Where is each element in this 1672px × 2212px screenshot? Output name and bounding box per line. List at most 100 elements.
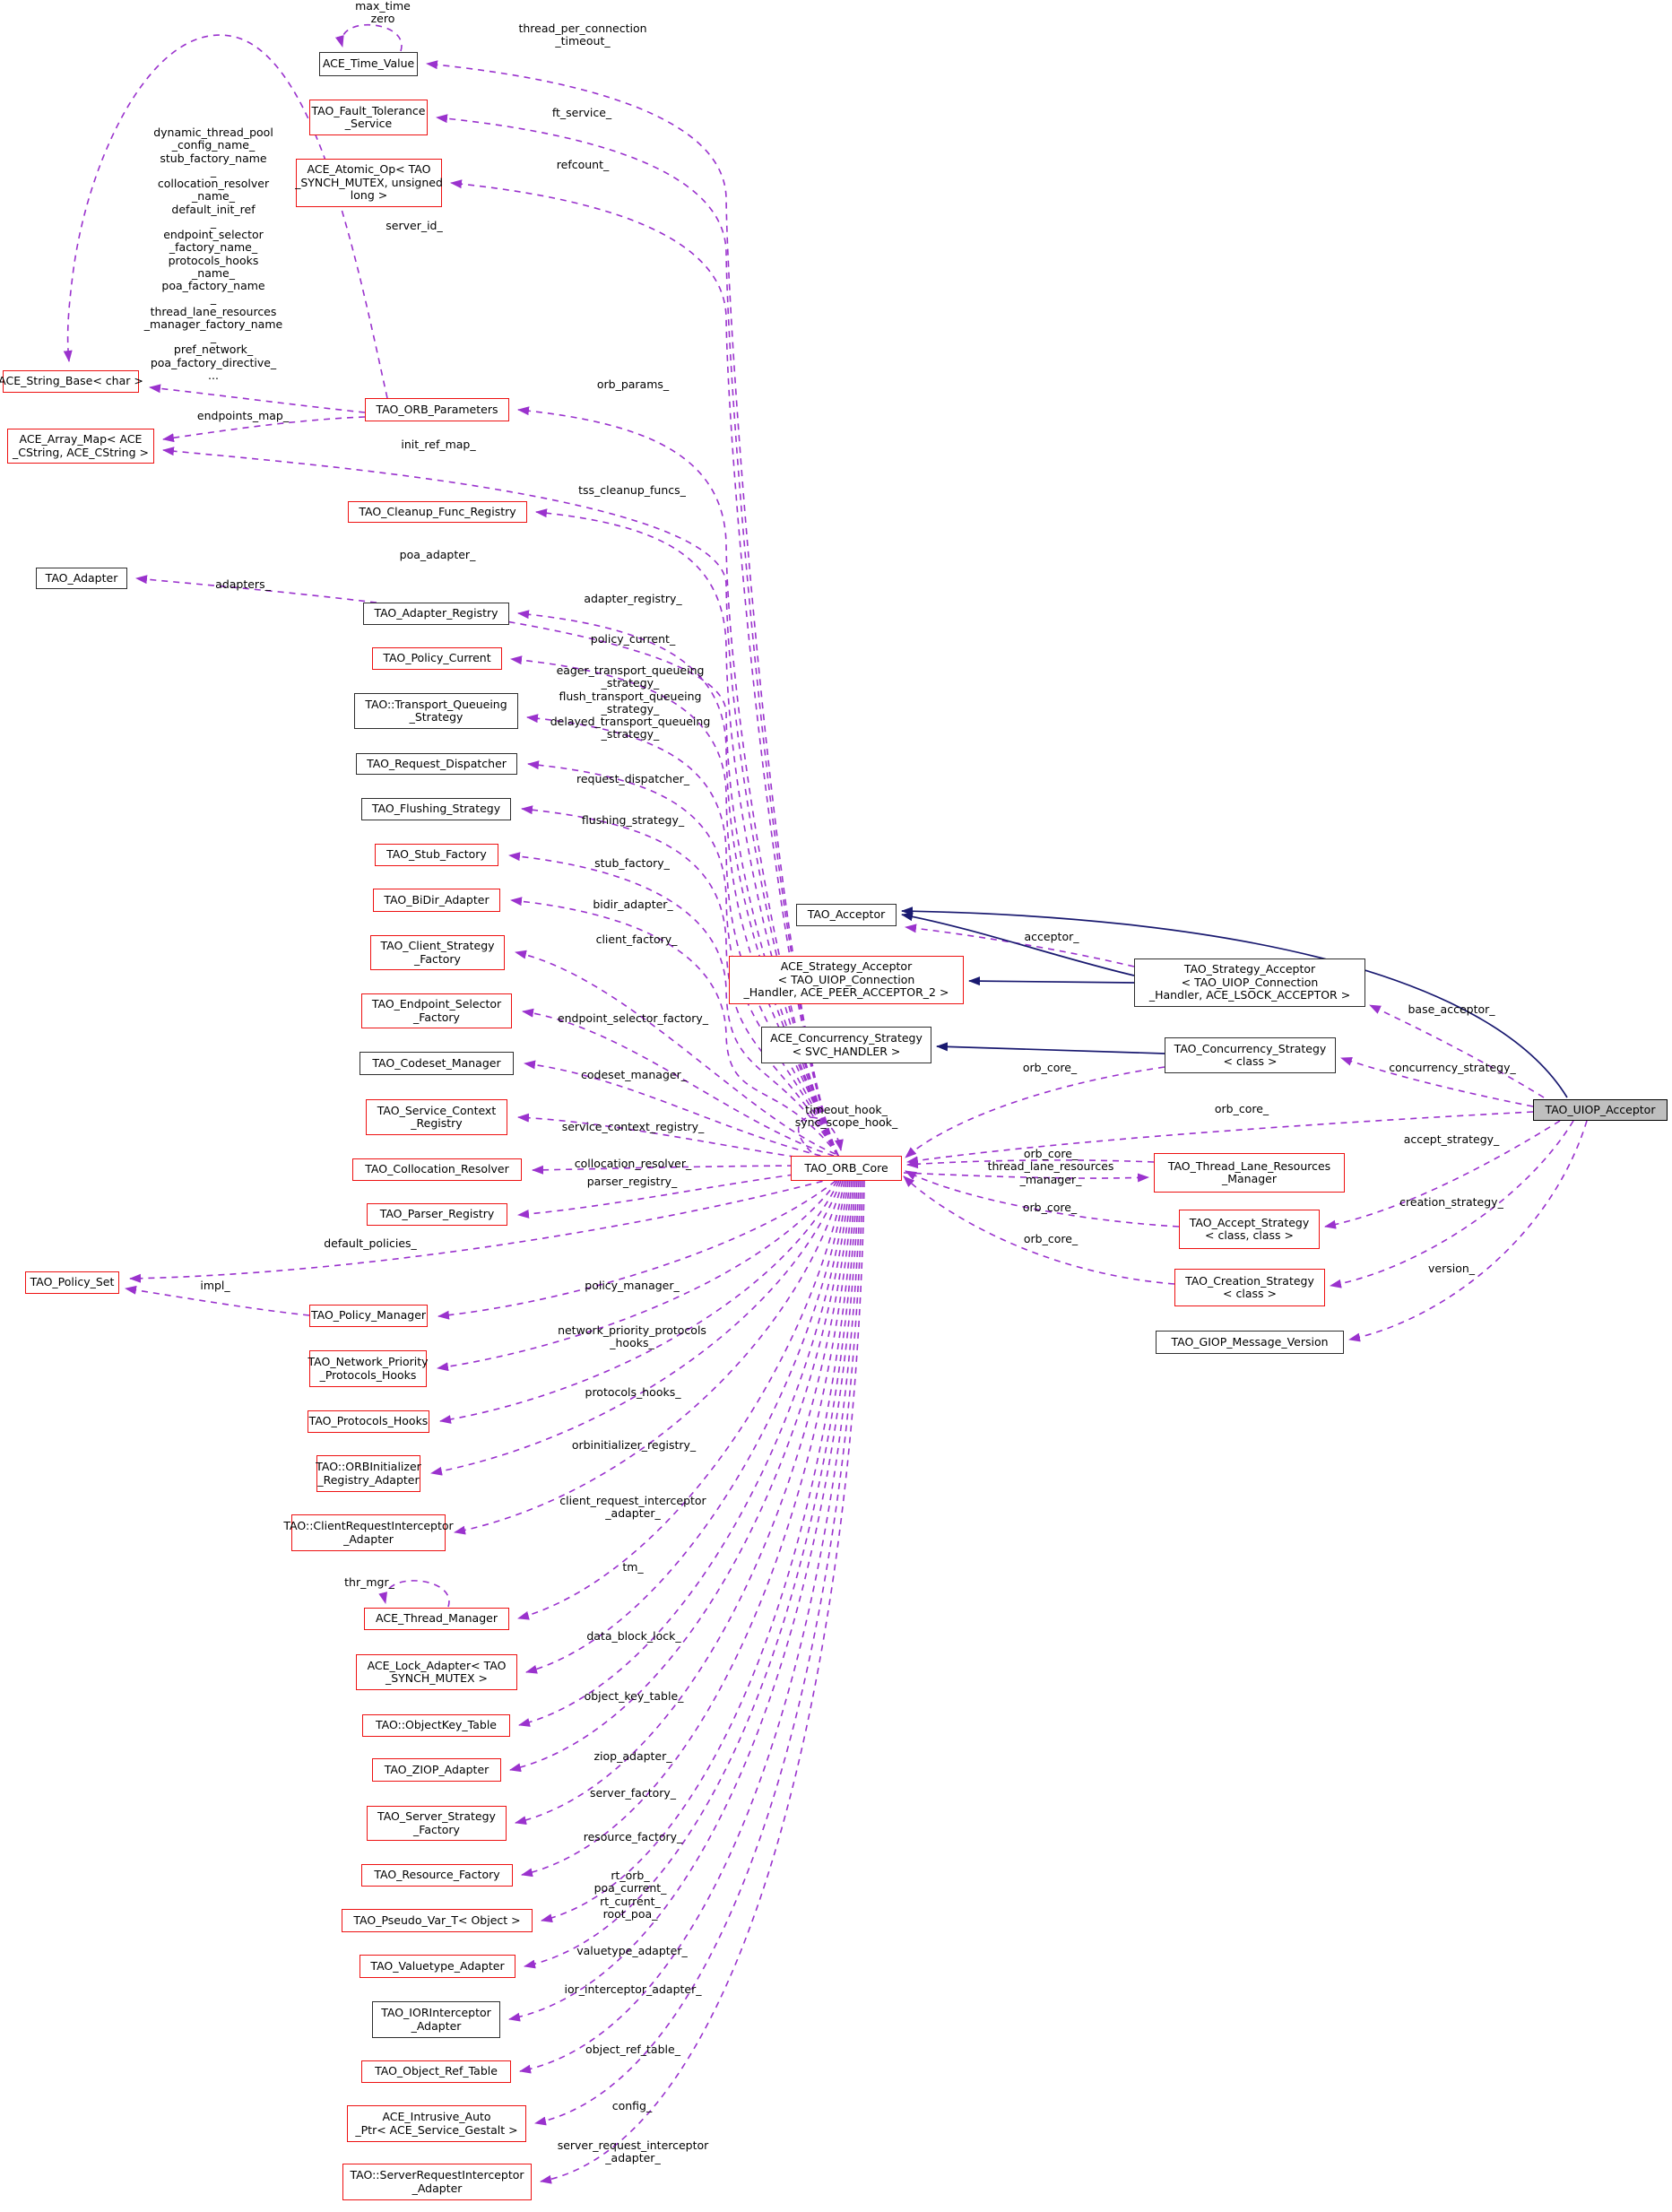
class-node-tao-stub-factory[interactable]: TAO_Stub_Factory [375,844,498,866]
class-node-tao-resource-factory[interactable]: TAO_Resource_Factory [361,1864,513,1887]
class-node-label: _Factory [413,1822,460,1836]
class-node-label: TAO_Request_Dispatcher [367,756,507,770]
class-node-tao-client-strategy-factory[interactable]: TAO_Client_Strategy_Factory [370,935,505,970]
class-node-tao-parser-registry[interactable]: TAO_Parser_Registry [367,1203,507,1226]
class-node-tao-adapter-registry[interactable]: TAO_Adapter_Registry [363,603,509,625]
usage-edge-24 [439,1180,840,1424]
class-node-tao-clientrequestinterceptor-adapter[interactable]: TAO::ClientRequestInterceptor_Adapter [283,1514,454,1551]
class-node-ace-atomic-op[interactable]: ACE_Atomic_Op< TAO_SYNCH_MUTEX, unsigned… [295,159,443,207]
class-node-tao-policy-current[interactable]: TAO_Policy_Current [372,647,502,670]
class-node-tao-policy-set[interactable]: TAO_Policy_Set [25,1271,119,1294]
class-node-ace-string-base[interactable]: ACE_String_Base< char > [0,370,143,393]
usage-edge-50 [905,1170,1180,1227]
class-node-ace-strategy-acceptor[interactable]: ACE_Strategy_Acceptor< TAO_UIOP_Connecti… [729,956,964,1004]
class-node-tao-giop-message-version[interactable]: TAO_GIOP_Message_Version [1156,1331,1344,1354]
class-node-tao-accept-strategy[interactable]: TAO_Accept_Strategy< class, class > [1179,1210,1320,1249]
usage-edge-53 [1330,1120,1574,1288]
class-node-label: TAO_Service_Context [377,1103,497,1117]
usage-edge-59 [149,384,366,413]
class-node-tao-objectkey-table[interactable]: TAO::ObjectKey_Table [362,1714,510,1737]
class-node-tao-concurrency-strategy[interactable]: TAO_Concurrency_Strategy< class > [1165,1037,1336,1073]
usage-edge-47 [905,1066,1165,1158]
class-node-tao-cleanup-func-registry[interactable]: TAO_Cleanup_Func_Registry [348,501,527,523]
class-node-tao-flushing-strategy[interactable]: TAO_Flushing_Strategy [361,798,511,820]
class-node-tao-adapter[interactable]: TAO_Adapter [36,568,127,589]
class-node-label: TAO::ORBInitializer [316,1460,421,1473]
class-node-ace-concurrency-strategy[interactable]: ACE_Concurrency_Strategy< SVC_HANDLER > [761,1027,931,1063]
usage-edge-20 [129,1177,835,1283]
class-node-tao-codeset-manager[interactable]: TAO_Codeset_Manager [360,1052,514,1075]
class-node-label: TAO_Policy_Set [30,1275,115,1289]
class-node-label: _Manager [1221,1172,1278,1185]
class-node-label: ACE_Lock_Adapter< TAO [367,1658,507,1672]
usage-edge-52 [1324,1120,1561,1229]
class-node-tao-network-priority-protocols-hooks[interactable]: TAO_Network_Priority_Protocols_Hooks [308,1350,429,1387]
class-node-tao-acceptor[interactable]: TAO_Acceptor [796,904,897,926]
class-node-label: TAO_Concurrency_Strategy [1174,1041,1327,1055]
class-node-label: TAO_Network_Priority [308,1355,429,1368]
usage-edge-19 [517,1169,829,1219]
class-node-tao-uiop-acceptor[interactable]: TAO_UIOP_Acceptor [1533,1099,1668,1121]
usage-edge-14 [515,950,836,1155]
class-node-label: TAO_Cleanup_Func_Registry [359,504,516,518]
class-node-label: TAO_Policy_Current [383,651,491,665]
usage-edge-55 [334,23,403,52]
class-node-tao-orb-core[interactable]: TAO_ORB_Core [791,1156,902,1181]
usage-edge-57 [797,1116,844,1153]
class-node-tao-server-strategy-factory[interactable]: TAO_Server_Strategy_Factory [367,1806,507,1841]
class-node-label: TAO_Codeset_Manager [372,1055,501,1070]
class-node-label: TAO_Collocation_Resolver [365,1162,509,1176]
class-node-label: TAO_Client_Strategy [380,939,495,952]
class-node-tao-protocols-hooks[interactable]: TAO_Protocols_Hooks [308,1410,429,1433]
class-node-label: _Adapter [411,2018,462,2033]
class-node-tao-serverrequestinterceptor-adapter[interactable]: TAO::ServerRequestInterceptor_Adapter [342,2164,532,2200]
class-node-label: _SYNCH_MUTEX, unsigned [295,175,443,189]
class-node-tao-pseudo-var-t[interactable]: TAO_Pseudo_Var_T< Object > [342,1909,533,1932]
class-node-tao-service-context-registry[interactable]: TAO_Service_Context_Registry [366,1099,507,1135]
inheritance-edge-43 [901,906,1568,1098]
class-node-label: ACE_Strategy_Acceptor [780,959,913,974]
class-node-tao-bidir-adapter[interactable]: TAO_BiDir_Adapter [373,889,500,912]
class-node-label: TAO_ZIOP_Adapter [384,1762,489,1776]
class-node-tao-collocation-resolver[interactable]: TAO_Collocation_Resolver [352,1158,522,1181]
class-node-tao-iorinterceptor-adapter[interactable]: TAO_IORInterceptor_Adapter [372,2001,500,2038]
class-node-tao-orbinitializer-registry-adapter[interactable]: TAO::ORBInitializer_Registry_Adapter [316,1455,421,1492]
class-node-label: TAO_Policy_Manager [310,1308,427,1323]
class-node-label: TAO_Parser_Registry [379,1207,495,1221]
class-node-ace-array-map[interactable]: ACE_Array_Map< ACE_CString, ACE_CString … [7,429,154,464]
class-node-label: _Registry [411,1116,463,1130]
class-node-tao-strategy-acceptor[interactable]: TAO_Strategy_Acceptor< TAO_UIOP_Connecti… [1134,959,1365,1007]
inheritance-edge-40 [901,912,1135,976]
class-node-label: < TAO_UIOP_Connection [777,972,915,986]
usage-edge-49 [903,1172,1149,1183]
class-node-tao-object-ref-table[interactable]: TAO_Object_Ref_Table [361,2060,511,2083]
inheritance-edge-41 [968,976,1135,986]
class-node-ace-time-value[interactable]: ACE_Time_Value [319,52,418,76]
class-node-ace-intrusive-auto-ptr[interactable]: ACE_Intrusive_Auto_Ptr< ACE_Service_Gest… [347,2105,526,2142]
class-node-label: _Handler, ACE_LSOCK_ACCEPTOR > [1148,988,1351,1002]
class-node-tao-thread-lane-resources-manager[interactable]: TAO_Thread_Lane_Resources_Manager [1154,1153,1345,1193]
class-node-tao-endpoint-selector-factory[interactable]: TAO_Endpoint_Selector_Factory [361,993,512,1028]
usage-edge-18 [532,1165,829,1175]
class-node-tao-request-dispatcher[interactable]: TAO_Request_Dispatcher [356,753,517,775]
class-node-tao-policy-manager[interactable]: TAO_Policy_Manager [309,1305,428,1327]
class-node-label: TAO_IORInterceptor [381,2006,491,2019]
class-node-ace-lock-adapter[interactable]: ACE_Lock_Adapter< TAO_SYNCH_MUTEX > [356,1654,517,1690]
class-node-tao-ziop-adapter[interactable]: TAO_ZIOP_Adapter [372,1758,501,1782]
class-node-tao-valuetype-adapter[interactable]: TAO_Valuetype_Adapter [360,1955,515,1978]
class-node-tao-creation-strategy[interactable]: TAO_Creation_Strategy< class > [1174,1269,1325,1306]
usage-edge-21 [125,1285,310,1316]
usage-edge-31 [515,1180,853,1826]
class-node-tao-orb-parameters[interactable]: TAO_ORB_Parameters [365,398,509,421]
class-node-label: < class, class > [1205,1228,1294,1242]
usage-edge-3 [517,406,839,1157]
class-node-label: TAO_Adapter [45,570,118,585]
class-node-tao-transport-queueing-strategy[interactable]: TAO::Transport_Queueing_Strategy [354,693,518,729]
class-node-label: TAO_Pseudo_Var_T< Object > [353,1913,521,1927]
class-node-ace-thread-manager[interactable]: ACE_Thread_Manager [364,1608,509,1630]
class-node-label: _Ptr< ACE_Service_Gestalt > [355,2122,518,2137]
class-node-label: TAO::Transport_Queueing [365,697,507,711]
class-node-label: long > [350,188,388,203]
class-node-tao-fault-tolerance-service[interactable]: TAO_Fault_Tolerance_Service [309,100,428,135]
class-node-label: < SVC_HANDLER > [792,1044,901,1058]
